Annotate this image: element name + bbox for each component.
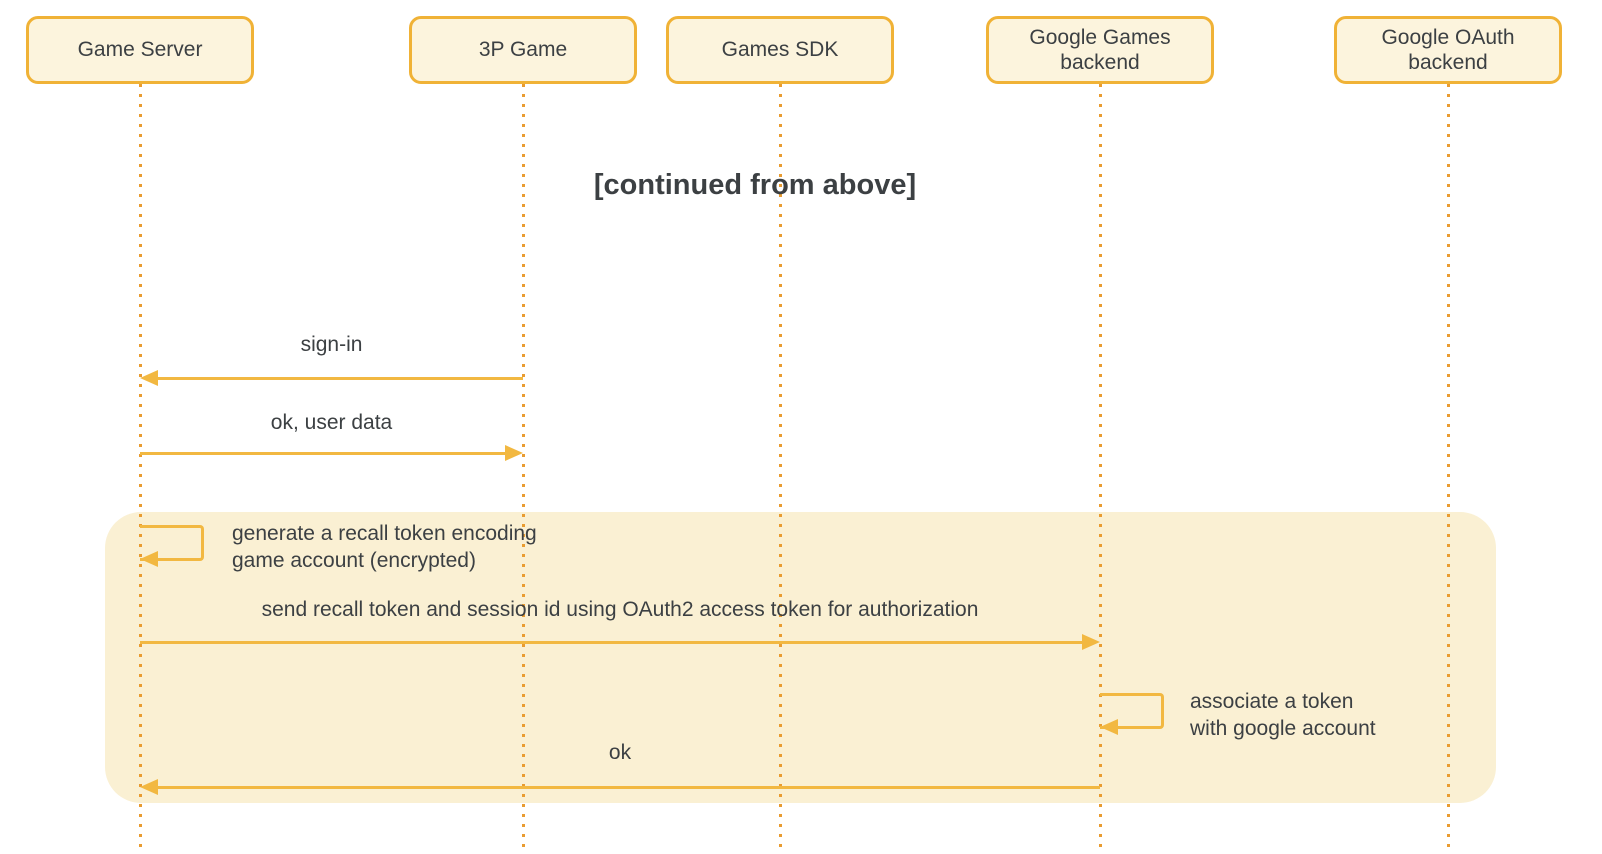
actor-label-games-sdk: Games SDK — [721, 38, 839, 62]
actor-box-game-server: Game Server — [26, 16, 254, 84]
self-loop-line — [140, 525, 204, 561]
highlight-region — [105, 512, 1496, 803]
message-arrow-line — [140, 452, 507, 455]
message-label: generate a recall token encoding game ac… — [232, 522, 537, 572]
message-label: sign-in — [300, 333, 363, 356]
message-label: ok — [608, 741, 632, 764]
actor-box-games-sdk: Games SDK — [666, 16, 894, 84]
arrow-head-left-icon — [140, 551, 158, 567]
actor-box-google-games-backend: Google Games backend — [986, 16, 1214, 84]
message-label: ok, user data — [270, 411, 393, 434]
lifeline-game-server — [139, 84, 142, 854]
actor-label-google-games-backend: Google Games backend — [1029, 25, 1171, 74]
arrow-head-left-icon — [140, 779, 158, 795]
arrow-head-right-icon — [1082, 634, 1100, 650]
actor-label-3p-game: 3P Game — [478, 38, 568, 62]
actor-box-google-oauth-backend: Google OAuth backend — [1334, 16, 1562, 84]
diagram-title: [continued from above] — [593, 169, 917, 201]
lifeline-google-games-backend — [1099, 84, 1102, 854]
self-loop-line — [1100, 693, 1164, 729]
arrow-head-left-icon — [1100, 719, 1118, 735]
message-arrow-line — [140, 641, 1082, 644]
actor-label-game-server: Game Server — [77, 38, 203, 62]
actor-label-google-oauth-backend: Google OAuth backend — [1381, 25, 1515, 74]
message-arrow-line — [156, 377, 523, 380]
arrow-head-right-icon — [505, 445, 523, 461]
lifeline-games-sdk — [779, 84, 782, 854]
lifeline-3p-game — [522, 84, 525, 854]
message-arrow-line — [156, 786, 1100, 789]
lifeline-google-oauth-backend — [1447, 84, 1450, 854]
message-label: associate a token with google account — [1190, 690, 1376, 740]
actor-box-3p-game: 3P Game — [409, 16, 637, 84]
message-label: send recall token and session id using O… — [261, 598, 979, 621]
arrow-head-left-icon — [140, 370, 158, 386]
